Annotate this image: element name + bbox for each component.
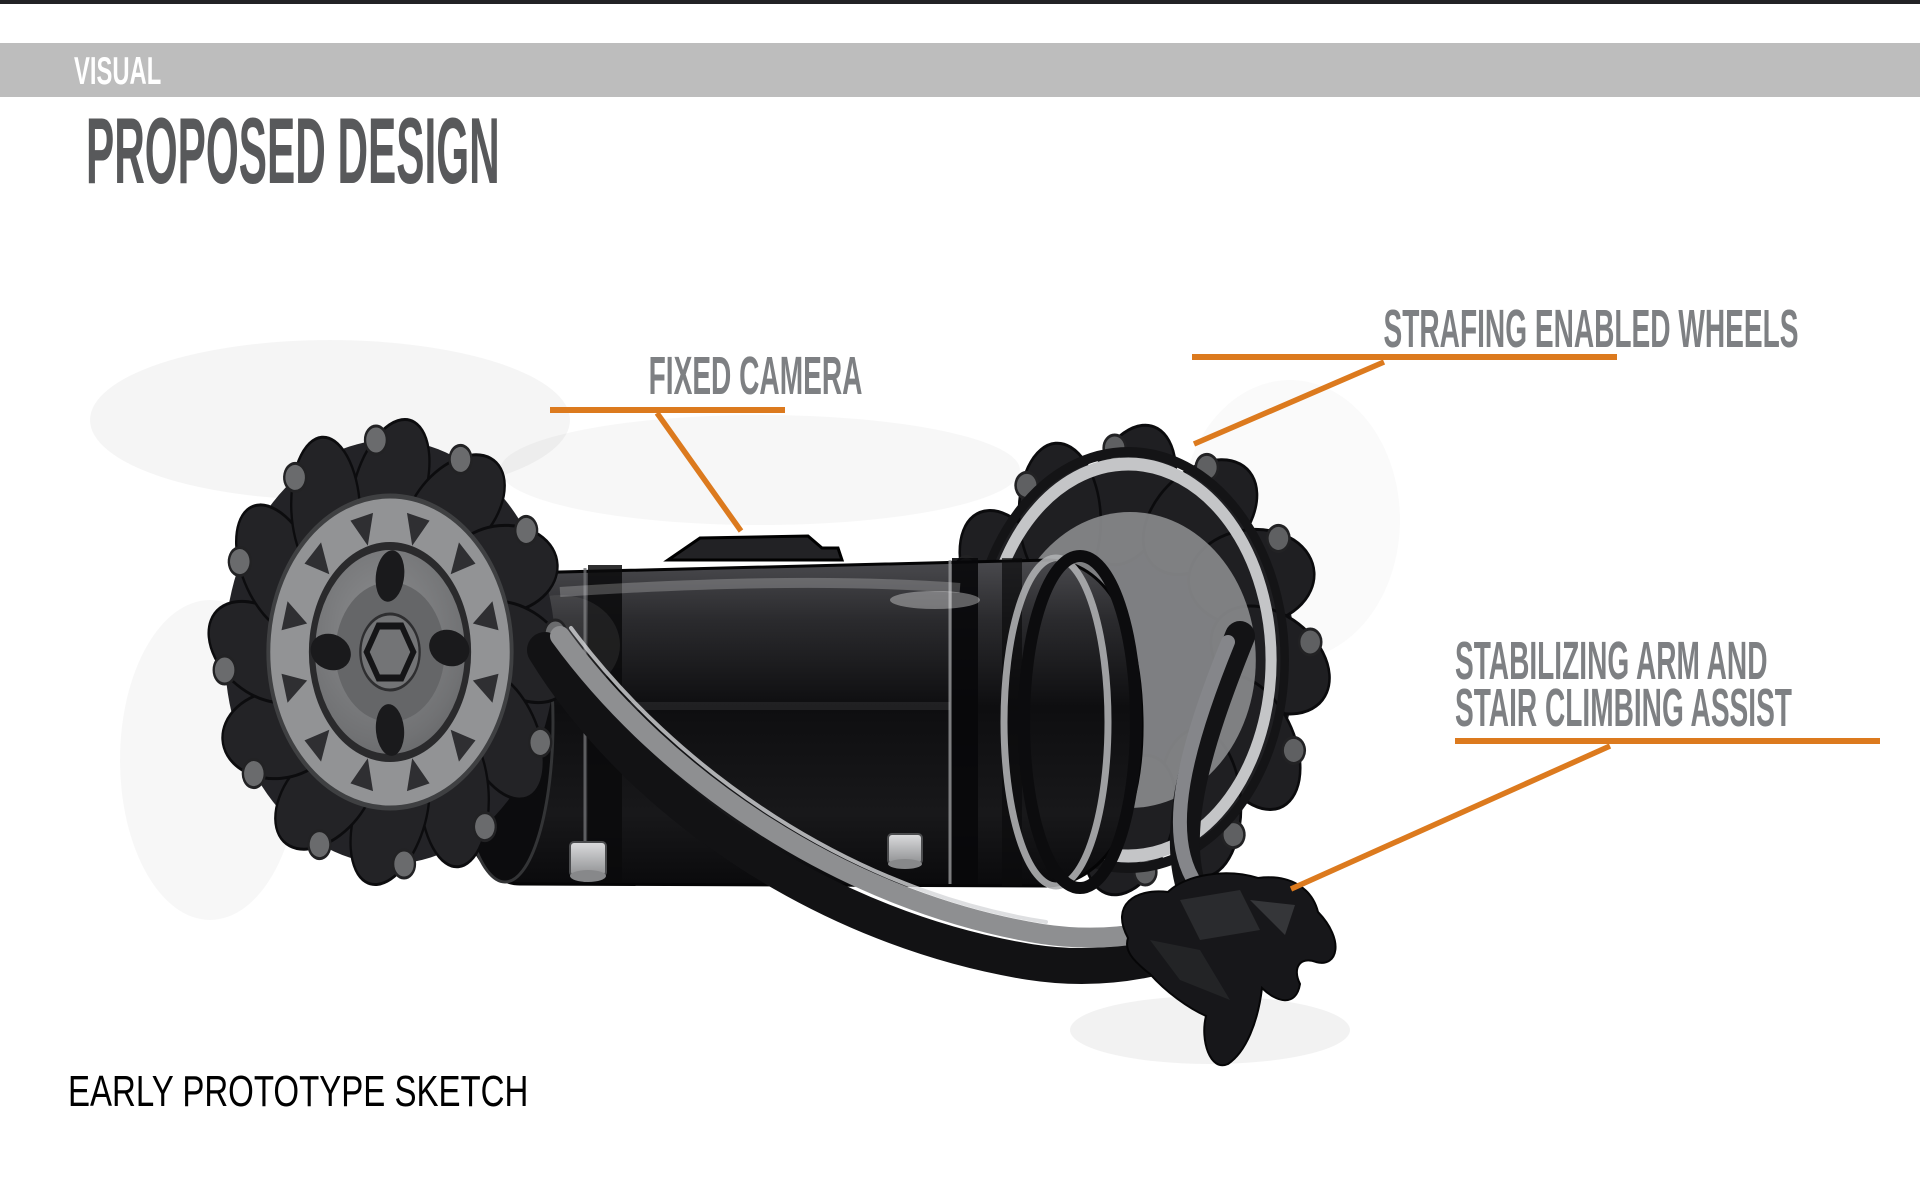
caption: EARLY PROTOTYPE SKETCH <box>68 1070 682 1114</box>
annotation-stabilizing-arm: STABILIZING ARM AND STAIR CLIMBING ASSIS… <box>1455 631 1880 735</box>
annotation-strafing-wheels-text: STRAFING ENABLED WHEELS <box>1383 299 1799 359</box>
annotation-fixed-camera-underline <box>550 407 785 413</box>
annotation-stabilizing-arm-underline <box>1455 738 1880 744</box>
camera-housing-bump <box>663 534 845 562</box>
annotation-fixed-camera-text: FIXED CAMERA <box>648 346 863 406</box>
page-title: PROPOSED DESIGN <box>86 104 1005 198</box>
annotation-stabilizing-arm-line1: STABILIZING ARM AND <box>1455 631 1768 691</box>
kicker-banner: VISUAL <box>0 43 1920 97</box>
leader-line-stabilizing-arm <box>1289 743 1612 892</box>
leader-line-strafing-wheels <box>1192 359 1386 447</box>
top-edge-bar <box>0 0 1920 4</box>
page-title-text: PROPOSED DESIGN <box>86 98 500 203</box>
annotation-fixed-camera: FIXED CAMERA <box>550 349 863 403</box>
caption-text: EARLY PROTOTYPE SKETCH <box>68 1067 529 1116</box>
annotation-stabilizing-arm-line2: STAIR CLIMBING ASSIST <box>1455 678 1792 738</box>
leader-line-fixed-camera <box>654 411 744 533</box>
left-wheel <box>207 417 573 887</box>
tail-foot <box>1121 872 1337 1067</box>
annotation-strafing-wheels: STRAFING ENABLED WHEELS <box>1192 302 1799 356</box>
standoff-feet <box>569 833 923 882</box>
kicker-label: VISUAL <box>74 50 162 93</box>
annotation-strafing-wheels-underline <box>1192 354 1617 360</box>
